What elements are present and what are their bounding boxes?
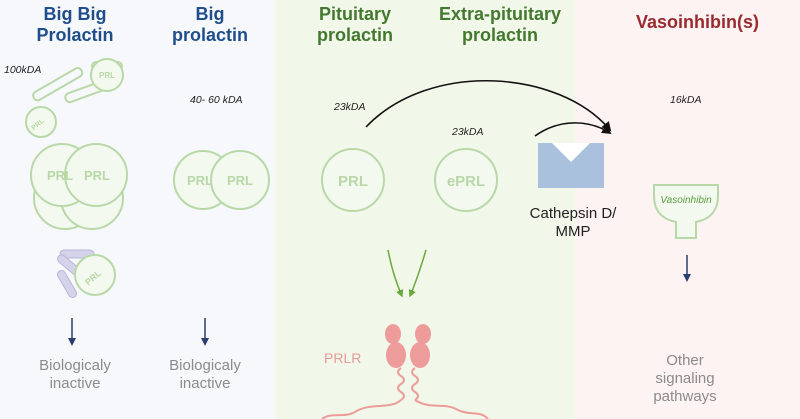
big-big-circle-cluster: PRL PRL [30, 143, 128, 230]
cleavage-arrow-extra-pituitary [534, 122, 612, 137]
outcome-big-big: Biologicaly inactive [39, 357, 111, 392]
prlr-label: PRLR [324, 350, 362, 366]
big-prolactin-dimer: PRL PRL [173, 150, 270, 210]
outcome-big: Biologicaly inactive [169, 357, 241, 392]
prl-label-cluster-2: PRL [84, 168, 110, 183]
green-arrow-right [408, 249, 427, 298]
enzyme-body [538, 143, 604, 188]
antibody-complex: PRL [57, 249, 116, 299]
vasoinhibin-fragment: Vasoinhibin [653, 184, 719, 239]
vasoinhibin-fragment-label: Vasoinhibin [660, 195, 712, 206]
prl-label-dimer-1: PRL [187, 173, 213, 188]
prl-label-dimer-2: PRL [227, 173, 253, 188]
kda-big-big: 100kDA [4, 64, 42, 76]
outcome-vasoinhibin: Other signaling pathways [653, 352, 717, 405]
kda-vasoinhibin: 16kDA [670, 94, 702, 106]
prl-label-cluster-1: PRL [47, 168, 73, 183]
enzyme-label: Cathepsin D/ MMP [529, 205, 617, 240]
kda-extra-pituitary: 23kDA [452, 126, 484, 138]
down-arrows [68, 255, 691, 346]
prl-label-pituitary: PRL [338, 173, 368, 190]
prl-label-aggregate-1: PRL [99, 71, 115, 80]
title-extra-pituitary-prolactin: Extra-pituitary prolactin [438, 4, 562, 45]
title-big-big-prolactin: Big Big Prolactin [36, 4, 114, 45]
pituitary-prl-monomer: PRL [321, 148, 385, 212]
title-big-prolactin: Big prolactin [171, 4, 248, 45]
kda-big: 40- 60 kDA [190, 94, 243, 106]
cleavage-arrow-pituitary [365, 80, 612, 132]
prl-label-extra-pituitary: ePRL [447, 173, 485, 190]
green-arrow-left [387, 249, 404, 298]
kda-pituitary: 23kDA [334, 101, 366, 113]
prlr-receptor [321, 324, 489, 419]
title-pituitary-prolactin: Pituitary prolactin [316, 4, 393, 45]
title-vasoinhibins: Vasoinhibin(s) [635, 12, 759, 32]
big-big-aggregate-top: PRL PRL [25, 58, 124, 138]
extra-pituitary-eprl-monomer: ePRL [434, 148, 498, 212]
enzyme-notch [552, 143, 590, 162]
